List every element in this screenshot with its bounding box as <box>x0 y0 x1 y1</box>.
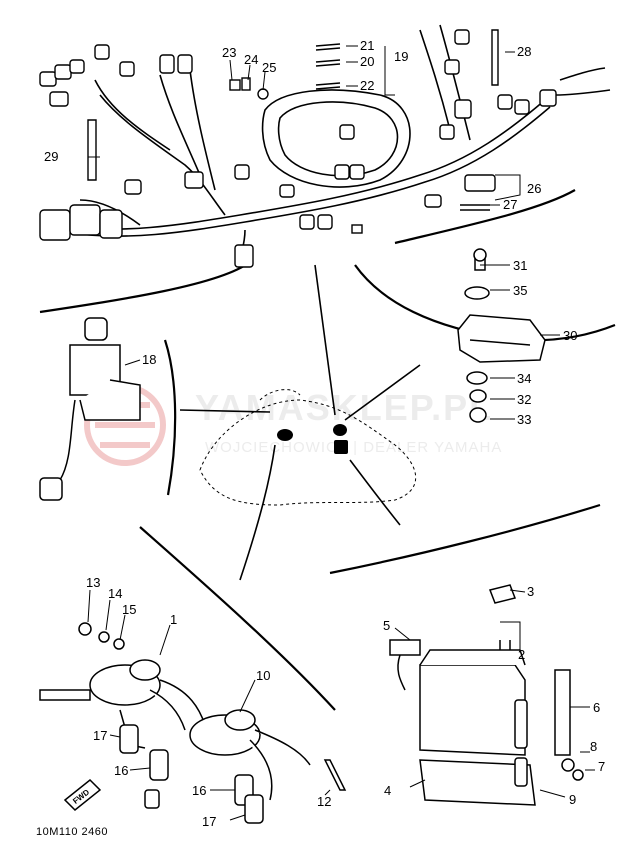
callout-16-right: 16 <box>192 783 206 798</box>
ignition-coil-2 <box>144 709 347 824</box>
callout-29: 29 <box>44 149 58 164</box>
callout-6: 6 <box>593 700 600 715</box>
watermark-subtitle: WOJCIECHOWICZ | DEALER YAMAHA <box>205 439 502 456</box>
callout-4: 4 <box>384 783 391 798</box>
callout-2: 2 <box>518 647 525 662</box>
callout-35: 35 <box>513 283 527 298</box>
callout-9: 9 <box>569 792 576 807</box>
callout-18: 18 <box>142 352 156 367</box>
callout-33: 33 <box>517 412 531 427</box>
callout-5: 5 <box>383 618 390 633</box>
section-dividers <box>39 189 616 711</box>
watermark: YAMASKLEP.PL WOJCIECHOWICZ | DEALER YAMA… <box>84 384 502 466</box>
callout-15: 15 <box>122 602 136 617</box>
locator-arrows <box>179 264 421 581</box>
callout-20: 20 <box>360 54 374 69</box>
callout-16-left: 16 <box>114 763 128 778</box>
callout-32: 32 <box>517 392 531 407</box>
callout-34: 34 <box>517 371 531 386</box>
callout-23: 23 <box>222 45 236 60</box>
callout-12: 12 <box>317 794 331 809</box>
callout-21: 21 <box>360 38 374 53</box>
callout-10: 10 <box>256 668 270 683</box>
callout-3: 3 <box>527 584 534 599</box>
callout-30: 30 <box>563 328 577 343</box>
ignition-switch <box>39 317 141 501</box>
callout-1: 1 <box>170 612 177 627</box>
callout-13: 13 <box>86 575 100 590</box>
callout-25: 25 <box>262 60 276 75</box>
watermark-title: YAMASKLEP.PL <box>195 387 493 428</box>
wire-harness <box>59 24 611 263</box>
callout-8: 8 <box>590 739 597 754</box>
ignition-coil-1 <box>39 622 206 754</box>
callout-24: 24 <box>244 52 258 67</box>
callout-14: 14 <box>108 586 122 601</box>
harness-connectors <box>39 29 557 268</box>
callout-31: 31 <box>513 258 527 273</box>
callout-22: 22 <box>360 78 374 93</box>
callout-19: 19 <box>394 49 408 64</box>
locator-markers <box>277 424 348 454</box>
callout-7: 7 <box>598 759 605 774</box>
forward-arrow: FWD <box>63 778 102 812</box>
callout-labels: 21 20 22 19 23 24 25 28 29 26 27 31 35 3… <box>44 38 605 829</box>
callout-26: 26 <box>527 181 541 196</box>
diagram-code: 10M110 2460 <box>36 826 108 838</box>
callout-17-upper: 17 <box>93 728 107 743</box>
callout-17-lower: 17 <box>202 814 216 829</box>
callout-27: 27 <box>503 197 517 212</box>
motorcycle-locator <box>199 389 417 506</box>
callout-28: 28 <box>517 44 531 59</box>
battery <box>389 584 584 806</box>
cdi-unit <box>457 248 546 423</box>
leader-lines <box>87 45 595 821</box>
